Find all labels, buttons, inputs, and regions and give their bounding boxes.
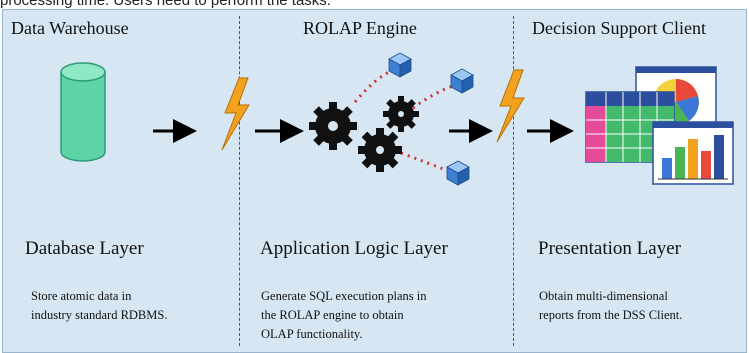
cube-icon [388, 52, 412, 78]
top-cropped-text: processing time. Users need to perform t… [0, 0, 331, 9]
diagram-graphics [60, 52, 734, 186]
cube-icon [446, 160, 470, 186]
database-icon [60, 62, 106, 162]
divider-left [239, 16, 240, 346]
header-rolap-engine: ROLAP Engine [303, 18, 417, 38]
layer-database: Database Layer [25, 238, 144, 259]
layer-presentation: Presentation Layer [538, 238, 681, 259]
report-table-icon [585, 91, 675, 163]
cube-icon [450, 68, 474, 94]
description-database: Store atomic data in industry standard R… [31, 289, 168, 322]
lightning-icon [496, 69, 525, 143]
header-data-warehouse: Data Warehouse [11, 18, 129, 38]
description-application-logic: Generate SQL execution plans in the ROLA… [261, 289, 427, 341]
gears-icon [309, 96, 419, 172]
divider-right [513, 16, 514, 346]
layer-application-logic: Application Logic Layer [260, 238, 448, 259]
top-cropped-text-strip: processing time. Users need to perform t… [0, 0, 749, 9]
header-decision-support-client: Decision Support Client [532, 18, 706, 38]
description-presentation: Obtain multi-dimensional reports from th… [539, 289, 683, 322]
architecture-diagram: Data Warehouse ROLAP Engine Decision Sup… [2, 9, 747, 353]
lightning-icon [221, 77, 250, 151]
bar-chart-icon [652, 121, 734, 185]
